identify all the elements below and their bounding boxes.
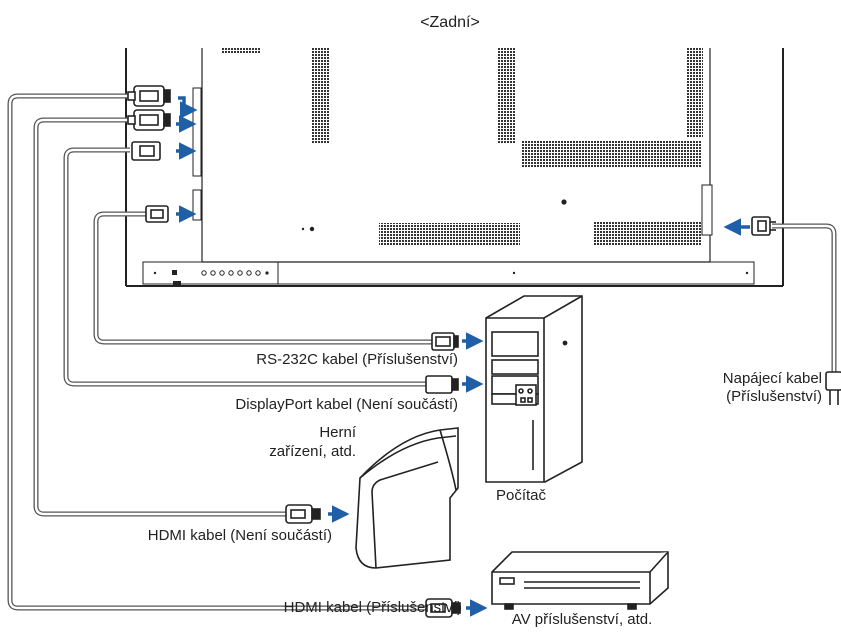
hdmi-plug-icon [425, 598, 461, 618]
page-title: <Zadní> [420, 14, 480, 31]
displayport-plug-icon [425, 375, 459, 394]
rs232c-plug-icon [431, 332, 459, 351]
game-device-label-line1: Herní [319, 424, 356, 441]
hdmi-plug-icon [127, 85, 171, 107]
hdmi-not-included-label: HDMI kabel (Není součástí) [147, 527, 332, 544]
game-console-icon [355, 427, 459, 569]
rs232c-plug-icon [145, 205, 169, 223]
game-device-label-line2: zařízení, atd. [269, 443, 356, 460]
hdmi-plug-icon [285, 504, 321, 524]
hdmi-accessory-label: HDMI kabel (Příslušenství) [283, 599, 462, 616]
hdmi-plug-icon [127, 109, 171, 131]
pc-tower-icon [485, 295, 583, 483]
rs232c-cable-label: RS-232C kabel (Příslušenství) [256, 351, 458, 368]
arrow-icon [328, 505, 488, 617]
displayport-plug-icon [131, 141, 161, 161]
power-plug-icon [751, 216, 776, 236]
monitor-rear-panel [125, 48, 784, 287]
cables [7, 93, 837, 611]
arrow-icon [176, 96, 750, 236]
power-cable-label-line2: (Příslušenství) [726, 388, 822, 405]
av-device-icon [491, 551, 669, 610]
av-device-label: AV příslušenství, atd. [511, 611, 653, 628]
power-plug-icon [825, 371, 841, 405]
computer-label: Počítač [495, 487, 547, 504]
arrow-icon [462, 332, 484, 393]
power-cable-label-line1: Napájecí kabel [722, 370, 822, 387]
displayport-cable-label: DisplayPort kabel (Není součástí) [235, 396, 458, 413]
